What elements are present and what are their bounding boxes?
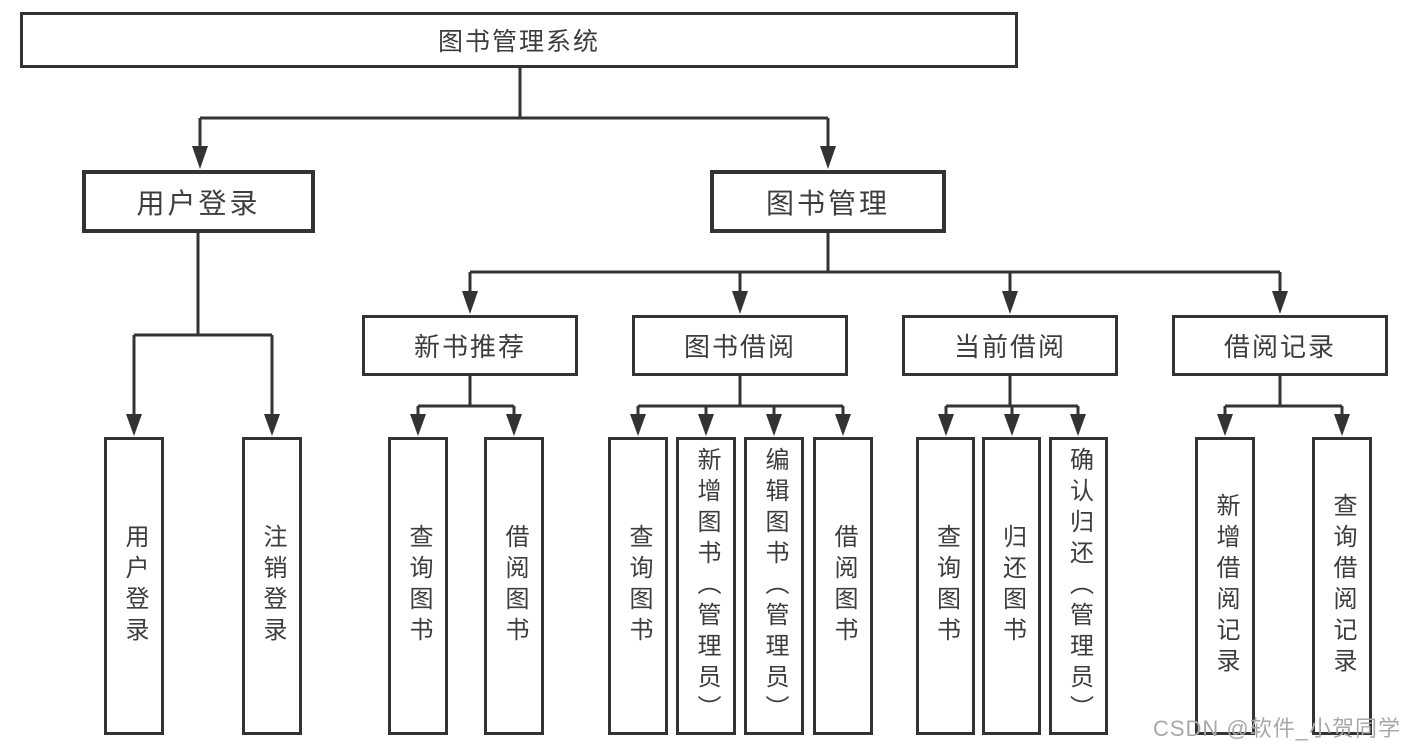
node-label: 借阅图书 [830,524,857,648]
node-user-login: 用户登录 [82,170,315,233]
connector-root-to-level2 [192,67,836,169]
node-label: 查询图书 [932,524,960,648]
connector-borrow-records-children [1217,376,1350,436]
node-label: 用户登录 [121,524,148,648]
leaf-query-books-borrow: 查询图书 [608,437,668,735]
node-library-system: 图书管理系统 [20,12,1018,68]
leaf-query-books-recommend: 查询图书 [388,437,448,735]
leaf-borrow-books: 借阅图书 [813,437,873,735]
leaf-edit-books-admin: 编辑图书（管理员） [744,437,804,735]
node-label: 图书借阅 [683,332,796,362]
leaf-borrow-books-recommend: 借阅图书 [484,437,544,735]
node-book-management: 图书管理 [710,170,946,233]
node-label: 新增图书（管理员） [693,446,720,726]
leaf-add-books-admin: 新增图书（管理员） [676,437,736,735]
node-label: 确认归还（管理员） [1065,446,1093,726]
node-label: 注销登录 [259,524,286,648]
node-borrow-records: 借阅记录 [1172,315,1388,376]
node-label: 图书管理 [765,187,890,219]
node-label: 归还图书 [998,524,1026,648]
connector-book-management-children [462,233,1288,314]
leaf-user-login: 用户登录 [104,437,164,735]
node-label: 编辑图书（管理员） [761,446,788,726]
node-label: 借阅记录 [1223,332,1336,362]
connector-current-borrow-children [938,376,1086,436]
node-label: 查询借阅记录 [1329,493,1356,679]
connector-user-login-children [126,233,280,436]
leaf-add-borrow-record: 新增借阅记录 [1195,437,1255,735]
node-new-book-recommend: 新书推荐 [362,315,578,376]
node-label: 新增借阅记录 [1212,493,1239,679]
leaf-confirm-return-admin: 确认归还（管理员） [1049,437,1108,735]
connector-new-book-children [410,376,522,436]
leaf-query-books-current: 查询图书 [916,437,975,735]
node-current-borrow: 当前借阅 [902,315,1118,376]
leaf-query-borrow-record: 查询借阅记录 [1312,437,1372,735]
leaf-return-books: 归还图书 [982,437,1041,735]
leaf-logout: 注销登录 [242,437,302,735]
node-label: 新书推荐 [413,332,526,362]
node-label: 当前借阅 [953,332,1066,362]
node-book-borrow: 图书借阅 [632,315,848,376]
node-label: 查询图书 [405,524,432,648]
node-label: 查询图书 [625,524,652,648]
csdn-watermark: CSDN @软件_小贺同学 [1152,716,1401,741]
node-label: 图书管理系统 [437,28,600,56]
node-label: 借阅图书 [501,524,528,648]
connector-book-borrow-children [630,376,851,436]
node-label: 用户登录 [136,187,261,219]
